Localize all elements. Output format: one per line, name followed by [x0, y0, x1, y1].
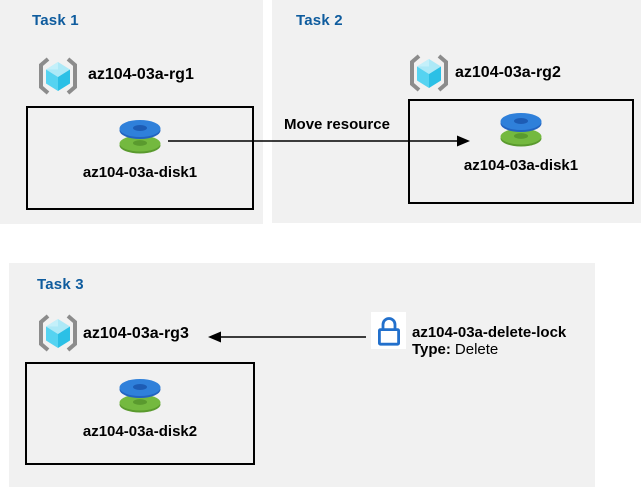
task2-disk-label: az104-03a-disk1	[463, 157, 579, 174]
task2-resource-box: az104-03a-disk1	[408, 99, 634, 204]
task1-panel: Task 1 az104-03a-rg1 az104-03a-disk1	[0, 0, 263, 224]
task1-resource-box: az104-03a-disk1	[26, 106, 254, 210]
delete-lock-text: az104-03a-delete-lock Type:Delete	[412, 324, 566, 358]
task2-title: Task 2	[296, 12, 343, 29]
delete-lock-type-value: Delete	[454, 341, 499, 358]
task3-panel: Task 3 az104-03a-rg3 az104-03a-disk2	[9, 263, 595, 487]
resource-group-icon	[410, 54, 448, 92]
disk-icon	[119, 120, 161, 154]
lock-icon	[377, 316, 400, 346]
delete-lock-arrow	[208, 331, 366, 343]
delete-lock-type-label: Type:	[412, 341, 451, 358]
disk-icon	[500, 113, 542, 147]
move-resource-label: Move resource	[284, 116, 390, 133]
task3-title: Task 3	[37, 276, 84, 293]
resource-group-icon	[39, 314, 77, 352]
move-resource-arrow	[168, 135, 470, 147]
disk-icon	[119, 379, 161, 413]
task1-disk-label: az104-03a-disk1	[82, 164, 198, 181]
task1-resource-group-label: az104-03a-rg1	[88, 66, 194, 83]
task1-title: Task 1	[32, 12, 79, 29]
task3-resource-box: az104-03a-disk2	[25, 362, 255, 465]
task3-disk-label: az104-03a-disk2	[82, 423, 198, 440]
task2-panel: Task 2 az104-03a-rg2 az104-03a-disk1	[272, 0, 641, 223]
task2-resource-group-label: az104-03a-rg2	[455, 64, 561, 81]
delete-lock-name: az104-03a-delete-lock	[412, 324, 567, 341]
task3-resource-group-label: az104-03a-rg3	[83, 325, 189, 342]
delete-lock-box	[371, 312, 406, 349]
resource-group-icon	[39, 57, 77, 95]
delete-lock-type-row: Type:Delete	[412, 341, 566, 358]
